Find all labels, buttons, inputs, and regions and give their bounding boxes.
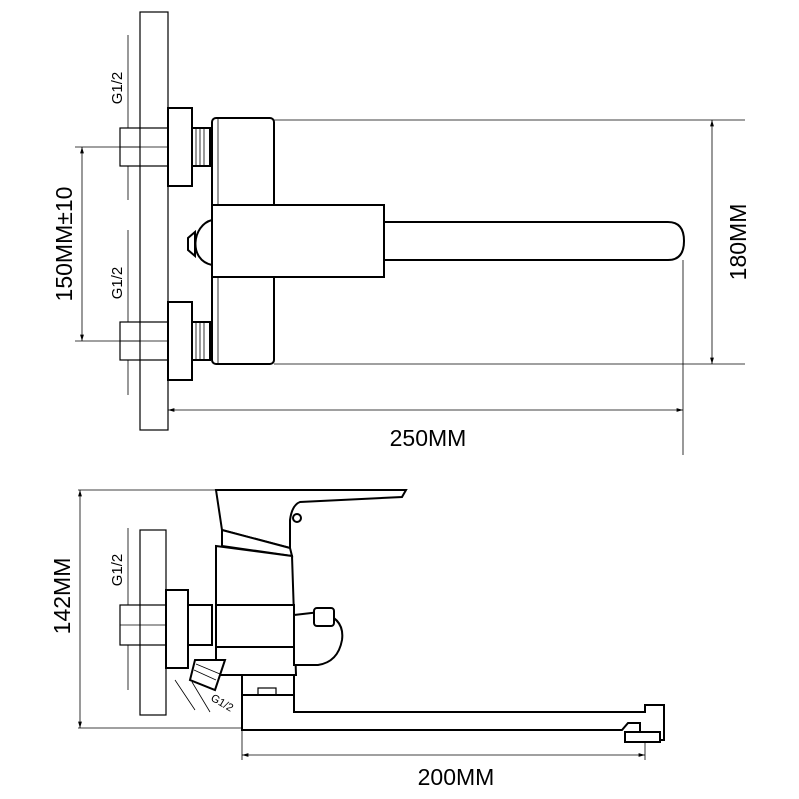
label-side-g12-angled: G1/2: [209, 692, 236, 714]
side-spout-base: [241, 674, 295, 696]
side-connector: [165, 589, 189, 669]
label-180mm: 180MM: [725, 204, 751, 281]
side-spout: [241, 694, 665, 741]
label-200mm: 200MM: [418, 764, 495, 790]
side-shower-outlet: [188, 659, 227, 692]
side-wall-hatch: [139, 529, 167, 716]
label-top-g12-lower: G1/2: [109, 267, 126, 300]
dimension-180: 180MM: [274, 119, 751, 365]
dimension-250: 250MM: [167, 260, 684, 455]
top-diverter-knob: [194, 218, 213, 267]
top-view: 180MM 150MM±10 G1/2 G1/2 250MM: [51, 11, 751, 455]
label-142mm: 142MM: [49, 558, 75, 635]
dimension-142: 142MM: [49, 489, 242, 729]
top-spout-mount: [211, 204, 385, 278]
top-wall-hatch: [139, 11, 169, 431]
lower-connector: [119, 301, 211, 381]
side-view: G1/2 G1/2 142MM: [49, 489, 665, 790]
top-spout: [383, 221, 686, 261]
label-top-g12-upper: G1/2: [109, 72, 126, 105]
label-150mm: 150MM±10: [51, 187, 77, 302]
dimension-150: 150MM±10: [51, 146, 140, 342]
side-handle-lever: [214, 489, 408, 550]
dimension-200: 200MM: [241, 730, 646, 790]
label-side-g12-upper: G1/2: [109, 554, 126, 587]
upper-connector: [119, 107, 211, 187]
label-250mm: 250MM: [390, 425, 467, 451]
